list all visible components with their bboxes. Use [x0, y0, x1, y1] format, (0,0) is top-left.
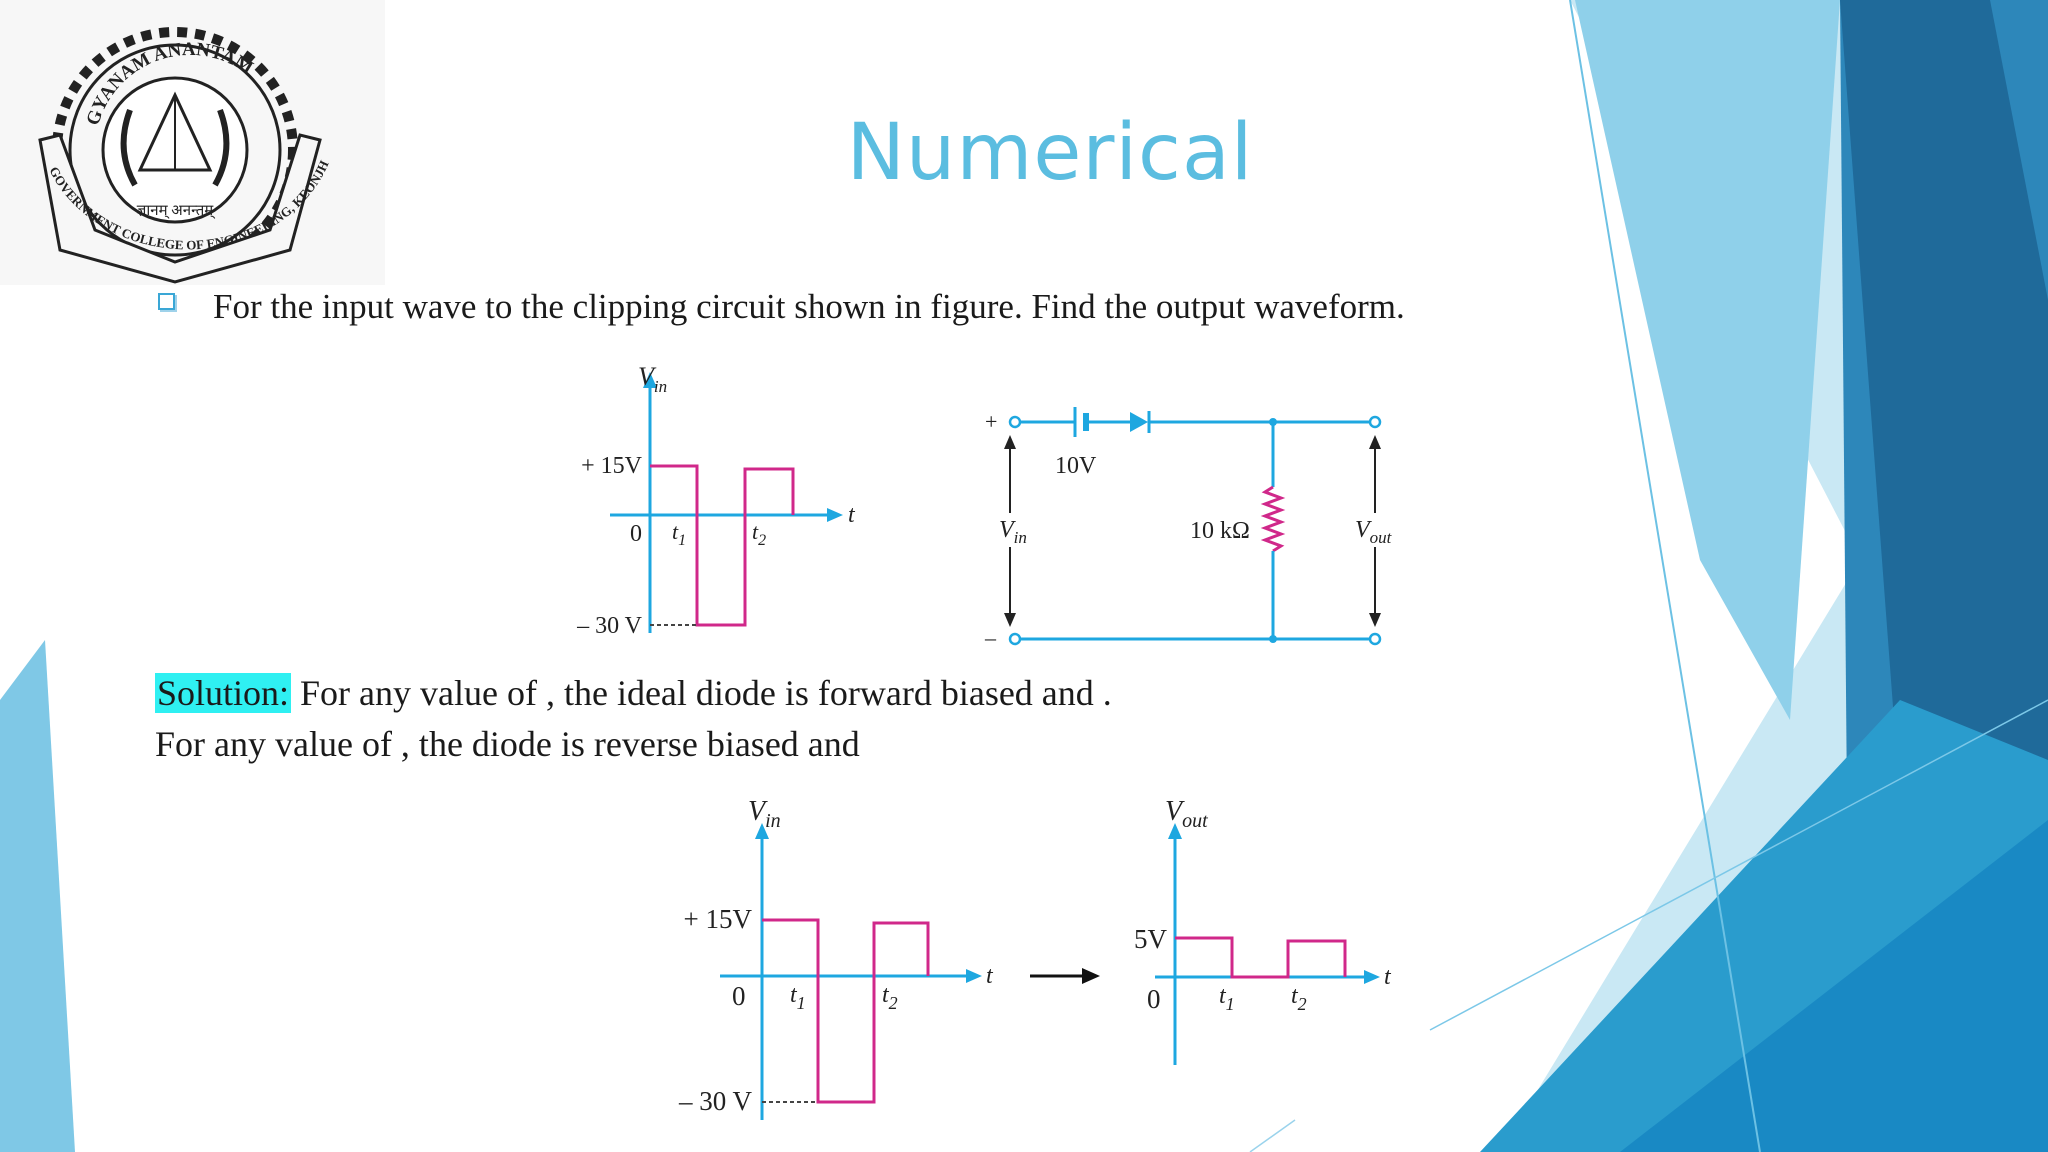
sol-vin-label: V [748, 796, 768, 827]
svg-text:t1: t1 [790, 982, 806, 1013]
t-axis-label: t [848, 502, 856, 528]
out-t2-label: t [1291, 983, 1299, 1009]
circuit-vout-label: V [1355, 517, 1372, 543]
bullet-text: For the input wave to the clipping circu… [213, 287, 1405, 326]
svg-text:t1: t1 [672, 519, 686, 549]
out-t-axis-label: t [1384, 964, 1392, 990]
zero-label: 0 [630, 521, 642, 547]
t2-label: t [752, 519, 759, 544]
sol-t-axis-label: t [986, 963, 994, 989]
circuit-vout-sub: out [1370, 528, 1393, 547]
plus-sign: + [985, 409, 997, 434]
sol-t1-sub: 1 [797, 993, 806, 1013]
sol-vout-label: V [1165, 796, 1185, 827]
deco-facet-bottom-dark [1620, 820, 2048, 1152]
svg-text:t1: t1 [1219, 983, 1235, 1014]
minus-sign: – [984, 625, 997, 650]
deco-line [1249, 1119, 1296, 1152]
out-zero-label: 0 [1147, 984, 1161, 1014]
logo-emblem: GYANAM ANANTAM GOVERNMENT COLLEGE OF ENG… [0, 0, 332, 284]
sol-t2-label: t [882, 982, 890, 1008]
svg-text:t2: t2 [882, 982, 898, 1013]
deco-line [1429, 699, 2048, 1031]
battery-label: 10V [1055, 453, 1097, 479]
plus15-label: + 15V [581, 453, 643, 479]
bullet-icon [158, 293, 175, 310]
deco-line [1569, 0, 1761, 1152]
solution-text: For any value of , the ideal diode is fo… [291, 673, 1112, 713]
out-t1-sub: 1 [1226, 994, 1235, 1014]
sol-t2-sub: 2 [889, 993, 898, 1013]
vin-sub: in [654, 377, 667, 396]
logo-hindi-text: ज्ञानम् अनन्तम् [137, 203, 215, 219]
college-logo: GYANAM ANANTAM GOVERNMENT COLLEGE OF ENG… [0, 0, 385, 285]
circuit-vin-sub: in [1014, 528, 1027, 547]
slide-title: Numerical [846, 108, 1254, 198]
solution-line: Solution: For any value of , the ideal d… [155, 672, 1112, 714]
out-t1-label: t [1219, 983, 1227, 1009]
transform-arrow-icon [1030, 968, 1100, 984]
svg-text:Vout: Vout [1355, 517, 1393, 547]
clipping-circuit: + – 10V 10 kΩ Vin Vout [984, 407, 1393, 650]
t2-sub: 2 [758, 532, 766, 549]
solution-output-waveform: Vout t 5V 0 t1 t2 [1134, 796, 1392, 1065]
svg-text:t2: t2 [752, 519, 766, 549]
svg-text:Vout: Vout [1165, 796, 1208, 832]
sol-vin-sub: in [765, 810, 781, 832]
svg-text:t2: t2 [1291, 983, 1307, 1014]
svg-text:Vin: Vin [999, 517, 1027, 547]
t1-sub: 1 [678, 532, 686, 549]
t1-label: t [672, 519, 679, 544]
out-t2-sub: 2 [1298, 994, 1307, 1014]
level-5v-label: 5V [1134, 924, 1168, 954]
resistor-label: 10 kΩ [1190, 518, 1250, 544]
deco-facet-left [0, 640, 75, 1152]
sol-plus15-label: + 15V [684, 904, 753, 934]
circuit-vin-label: V [999, 517, 1016, 543]
minus30-label: – 30 V [576, 613, 643, 639]
sol-minus30-label: – 30 V [678, 1086, 753, 1116]
svg-text:Vin: Vin [748, 796, 781, 832]
sol-zero-label: 0 [732, 981, 746, 1011]
diode-icon [1130, 412, 1148, 432]
deco-facet-pale [1575, 0, 1840, 720]
solution-label: Solution: [155, 673, 292, 713]
sol-vout-sub: out [1182, 810, 1208, 832]
sol-t1-label: t [790, 982, 798, 1008]
input-waveform-figure: Vin t + 15V – 30 V 0 t1 t2 [576, 362, 856, 639]
resistor-icon [1260, 485, 1286, 553]
svg-text:Vin: Vin [638, 362, 667, 396]
solution-line-2: For any value of , the diode is reverse … [155, 724, 860, 764]
vin-label: V [638, 362, 657, 391]
solution-input-waveform: Vin t + 15V – 30 V 0 t1 t2 [678, 796, 994, 1120]
